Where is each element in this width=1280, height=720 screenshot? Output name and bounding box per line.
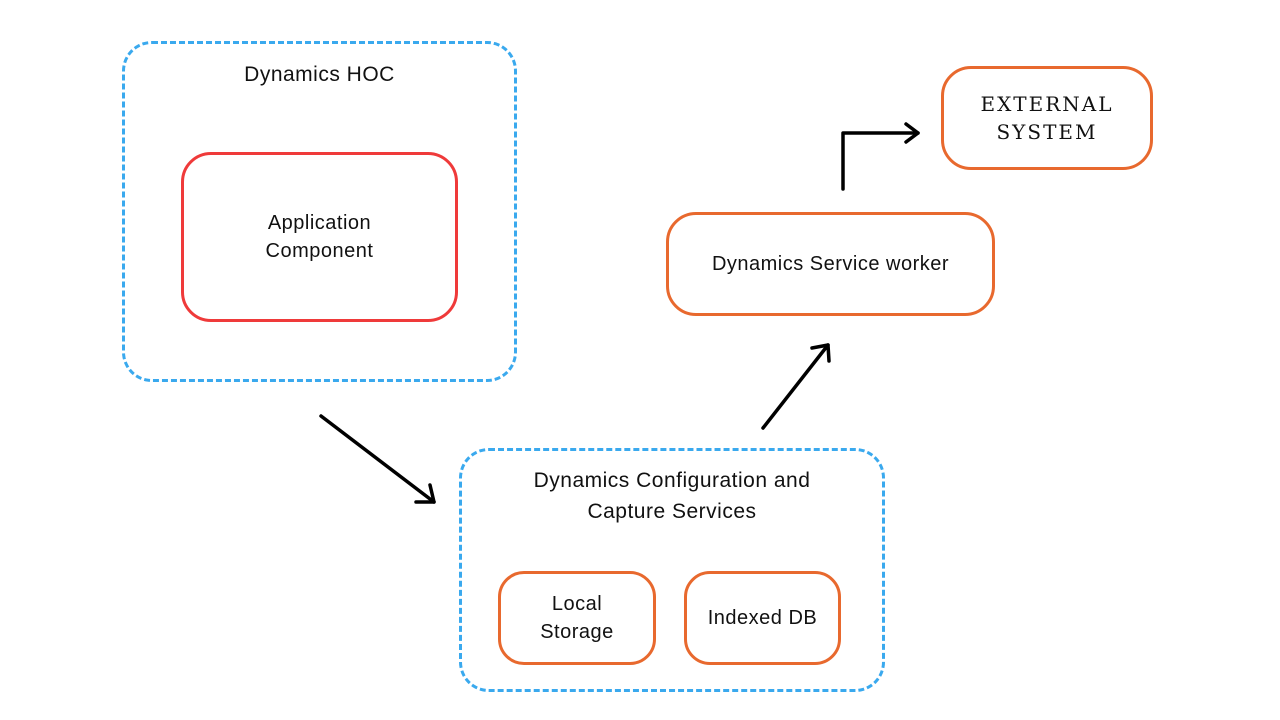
- config-capture-title: Dynamics Configuration and Capture Servi…: [533, 469, 811, 523]
- dynamics-hoc-title: Dynamics HOC: [244, 63, 395, 86]
- arrow-hoc-to-config: [319, 414, 436, 504]
- application-component-box: Application Component: [181, 152, 458, 322]
- indexed-db-label: Indexed DB: [707, 607, 818, 629]
- local-storage-label: Local Storage: [540, 593, 614, 643]
- arrow-config-to-service-worker: [761, 343, 831, 430]
- application-component-label: Application Component: [265, 212, 374, 262]
- arrow-service-worker-to-external: [841, 122, 920, 191]
- external-system-box: EXTERNAL SYSTEM: [941, 66, 1153, 170]
- indexed-db-box: Indexed DB: [684, 571, 841, 665]
- service-worker-box: Dynamics Service worker: [666, 212, 995, 316]
- service-worker-label: Dynamics Service worker: [711, 253, 950, 275]
- external-system-label: EXTERNAL SYSTEM: [980, 92, 1114, 144]
- local-storage-box: Local Storage: [498, 571, 656, 665]
